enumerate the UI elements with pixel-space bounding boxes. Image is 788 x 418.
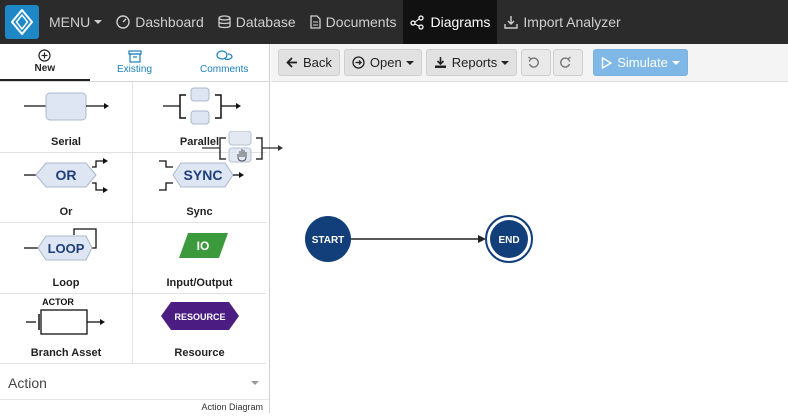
tab-comments[interactable]: Comments	[179, 44, 269, 81]
loop-shape-text: LOOP	[48, 241, 85, 256]
box-icon	[127, 50, 142, 63]
shape-palette: New Existing Comments Serial	[0, 44, 270, 413]
nav-diagrams[interactable]: Diagrams	[403, 0, 498, 44]
shape-input-output[interactable]: IO Input/Output	[133, 223, 266, 294]
undo-icon	[528, 56, 540, 68]
loop-shape-icon: LOOP	[24, 228, 97, 261]
nav-database-label: Database	[235, 14, 296, 30]
tab-existing[interactable]: Existing	[90, 44, 180, 81]
database-icon	[218, 15, 231, 29]
shape-input-output-label: Input/Output	[166, 277, 233, 289]
import-icon	[504, 16, 519, 29]
main-menu-button[interactable]: MENU	[42, 0, 109, 44]
diamond-logo-icon	[11, 9, 33, 35]
start-node-label: START	[312, 235, 345, 246]
app-logo[interactable]	[5, 5, 39, 39]
branch-asset-shape-icon: ACTOR	[26, 297, 105, 335]
shape-resource-label: Resource	[174, 347, 225, 359]
dragged-parallel-shape[interactable]	[202, 130, 286, 172]
sync-shape-text: SYNC	[184, 167, 223, 183]
document-icon	[310, 15, 321, 29]
reports-button-label: Reports	[451, 55, 498, 70]
shape-parallel-label: Parallel	[179, 136, 220, 148]
diagram-icon	[410, 14, 425, 30]
tab-existing-label: Existing	[117, 64, 153, 75]
back-button-label: Back	[303, 55, 332, 70]
arrowhead-icon	[478, 235, 486, 243]
nav-import-analyzer-label: Import Analyzer	[523, 14, 621, 30]
shape-loop-label: Loop	[52, 277, 80, 289]
shape-resource[interactable]: RESOURCE Resource	[133, 294, 266, 364]
tab-new-label: New	[34, 63, 56, 74]
menu-label: MENU	[49, 14, 91, 30]
chevron-down-icon	[671, 60, 680, 65]
simulate-button-label: Simulate	[617, 55, 668, 70]
comments-icon	[216, 50, 233, 60]
reports-button[interactable]: Reports	[425, 49, 518, 76]
nav-dashboard-label: Dashboard	[135, 14, 204, 30]
back-button[interactable]: Back	[278, 49, 340, 76]
nav-documents[interactable]: Documents	[303, 0, 404, 44]
palette-footer-label: Action Diagram	[201, 402, 263, 412]
chevron-down-icon	[405, 60, 414, 65]
shape-sync[interactable]: SYNC Sync	[133, 153, 266, 223]
shape-serial[interactable]: Serial	[0, 82, 133, 153]
redo-button[interactable]	[553, 49, 584, 76]
redo-icon	[560, 56, 572, 68]
tab-new[interactable]: New	[0, 44, 90, 81]
or-shape-icon: OR	[24, 158, 108, 193]
open-circle-arrow-icon	[352, 56, 365, 69]
end-node[interactable]: END	[485, 215, 533, 263]
nav-dashboard[interactable]: Dashboard	[109, 0, 211, 44]
diagram-canvas[interactable]: START END	[271, 82, 788, 413]
resource-shape-text: RESOURCE	[174, 312, 225, 322]
tab-comments-label: Comments	[200, 64, 249, 75]
arrow-left-icon	[286, 57, 297, 68]
parallel-shape-icon	[163, 87, 241, 125]
download-icon	[434, 57, 446, 68]
resource-shape-icon: RESOURCE	[161, 302, 239, 330]
grab-cursor-icon	[237, 149, 247, 162]
shape-or-label: Or	[59, 206, 73, 218]
simulate-button[interactable]: Simulate	[593, 49, 688, 76]
dashboard-icon	[116, 15, 130, 29]
parallel-drag-ghost-icon	[202, 130, 283, 163]
shape-branch-asset-label: Branch Asset	[30, 347, 102, 359]
actor-shape-text: ACTOR	[42, 297, 74, 307]
or-shape-text: OR	[56, 167, 77, 183]
shape-parallel[interactable]: Parallel	[133, 82, 266, 153]
chevron-down-icon	[501, 60, 510, 65]
diagram-toolbar: Back Open Reports Simulate	[271, 44, 788, 82]
palette-tabs: New Existing Comments	[0, 44, 269, 82]
nav-database[interactable]: Database	[211, 0, 303, 44]
end-node-label: END	[498, 235, 519, 246]
shape-grid: Serial Parallel OR	[0, 82, 269, 364]
chevron-down-icon	[251, 380, 259, 385]
shape-branch-asset[interactable]: ACTOR Branch Asset	[0, 294, 133, 364]
shape-or[interactable]: OR Or	[0, 153, 133, 223]
nav-import-analyzer[interactable]: Import Analyzer	[497, 0, 627, 44]
open-button-label: Open	[369, 55, 402, 70]
nav-diagrams-label: Diagrams	[430, 14, 491, 30]
shape-category-select[interactable]: Action	[0, 366, 269, 400]
io-shape-text: IO	[197, 239, 210, 253]
sync-shape-icon: SYNC	[159, 160, 244, 191]
plus-circle-icon	[38, 49, 51, 62]
chevron-down-icon	[94, 20, 103, 24]
shape-sync-label: Sync	[186, 206, 213, 218]
io-shape-icon: IO	[179, 233, 228, 258]
nav-documents-label: Documents	[325, 14, 397, 30]
top-navigation-bar: MENU Dashboard Database Documents Diagra…	[0, 0, 788, 44]
shape-category-value: Action	[8, 374, 47, 391]
undo-button[interactable]	[521, 49, 552, 76]
shape-loop[interactable]: LOOP Loop	[0, 223, 133, 294]
start-node[interactable]: START	[305, 216, 351, 262]
serial-shape-icon	[24, 92, 109, 121]
shape-serial-label: Serial	[51, 136, 81, 148]
play-icon	[602, 56, 613, 69]
diagram-svg: START END	[305, 215, 533, 263]
open-button[interactable]: Open	[343, 49, 422, 76]
